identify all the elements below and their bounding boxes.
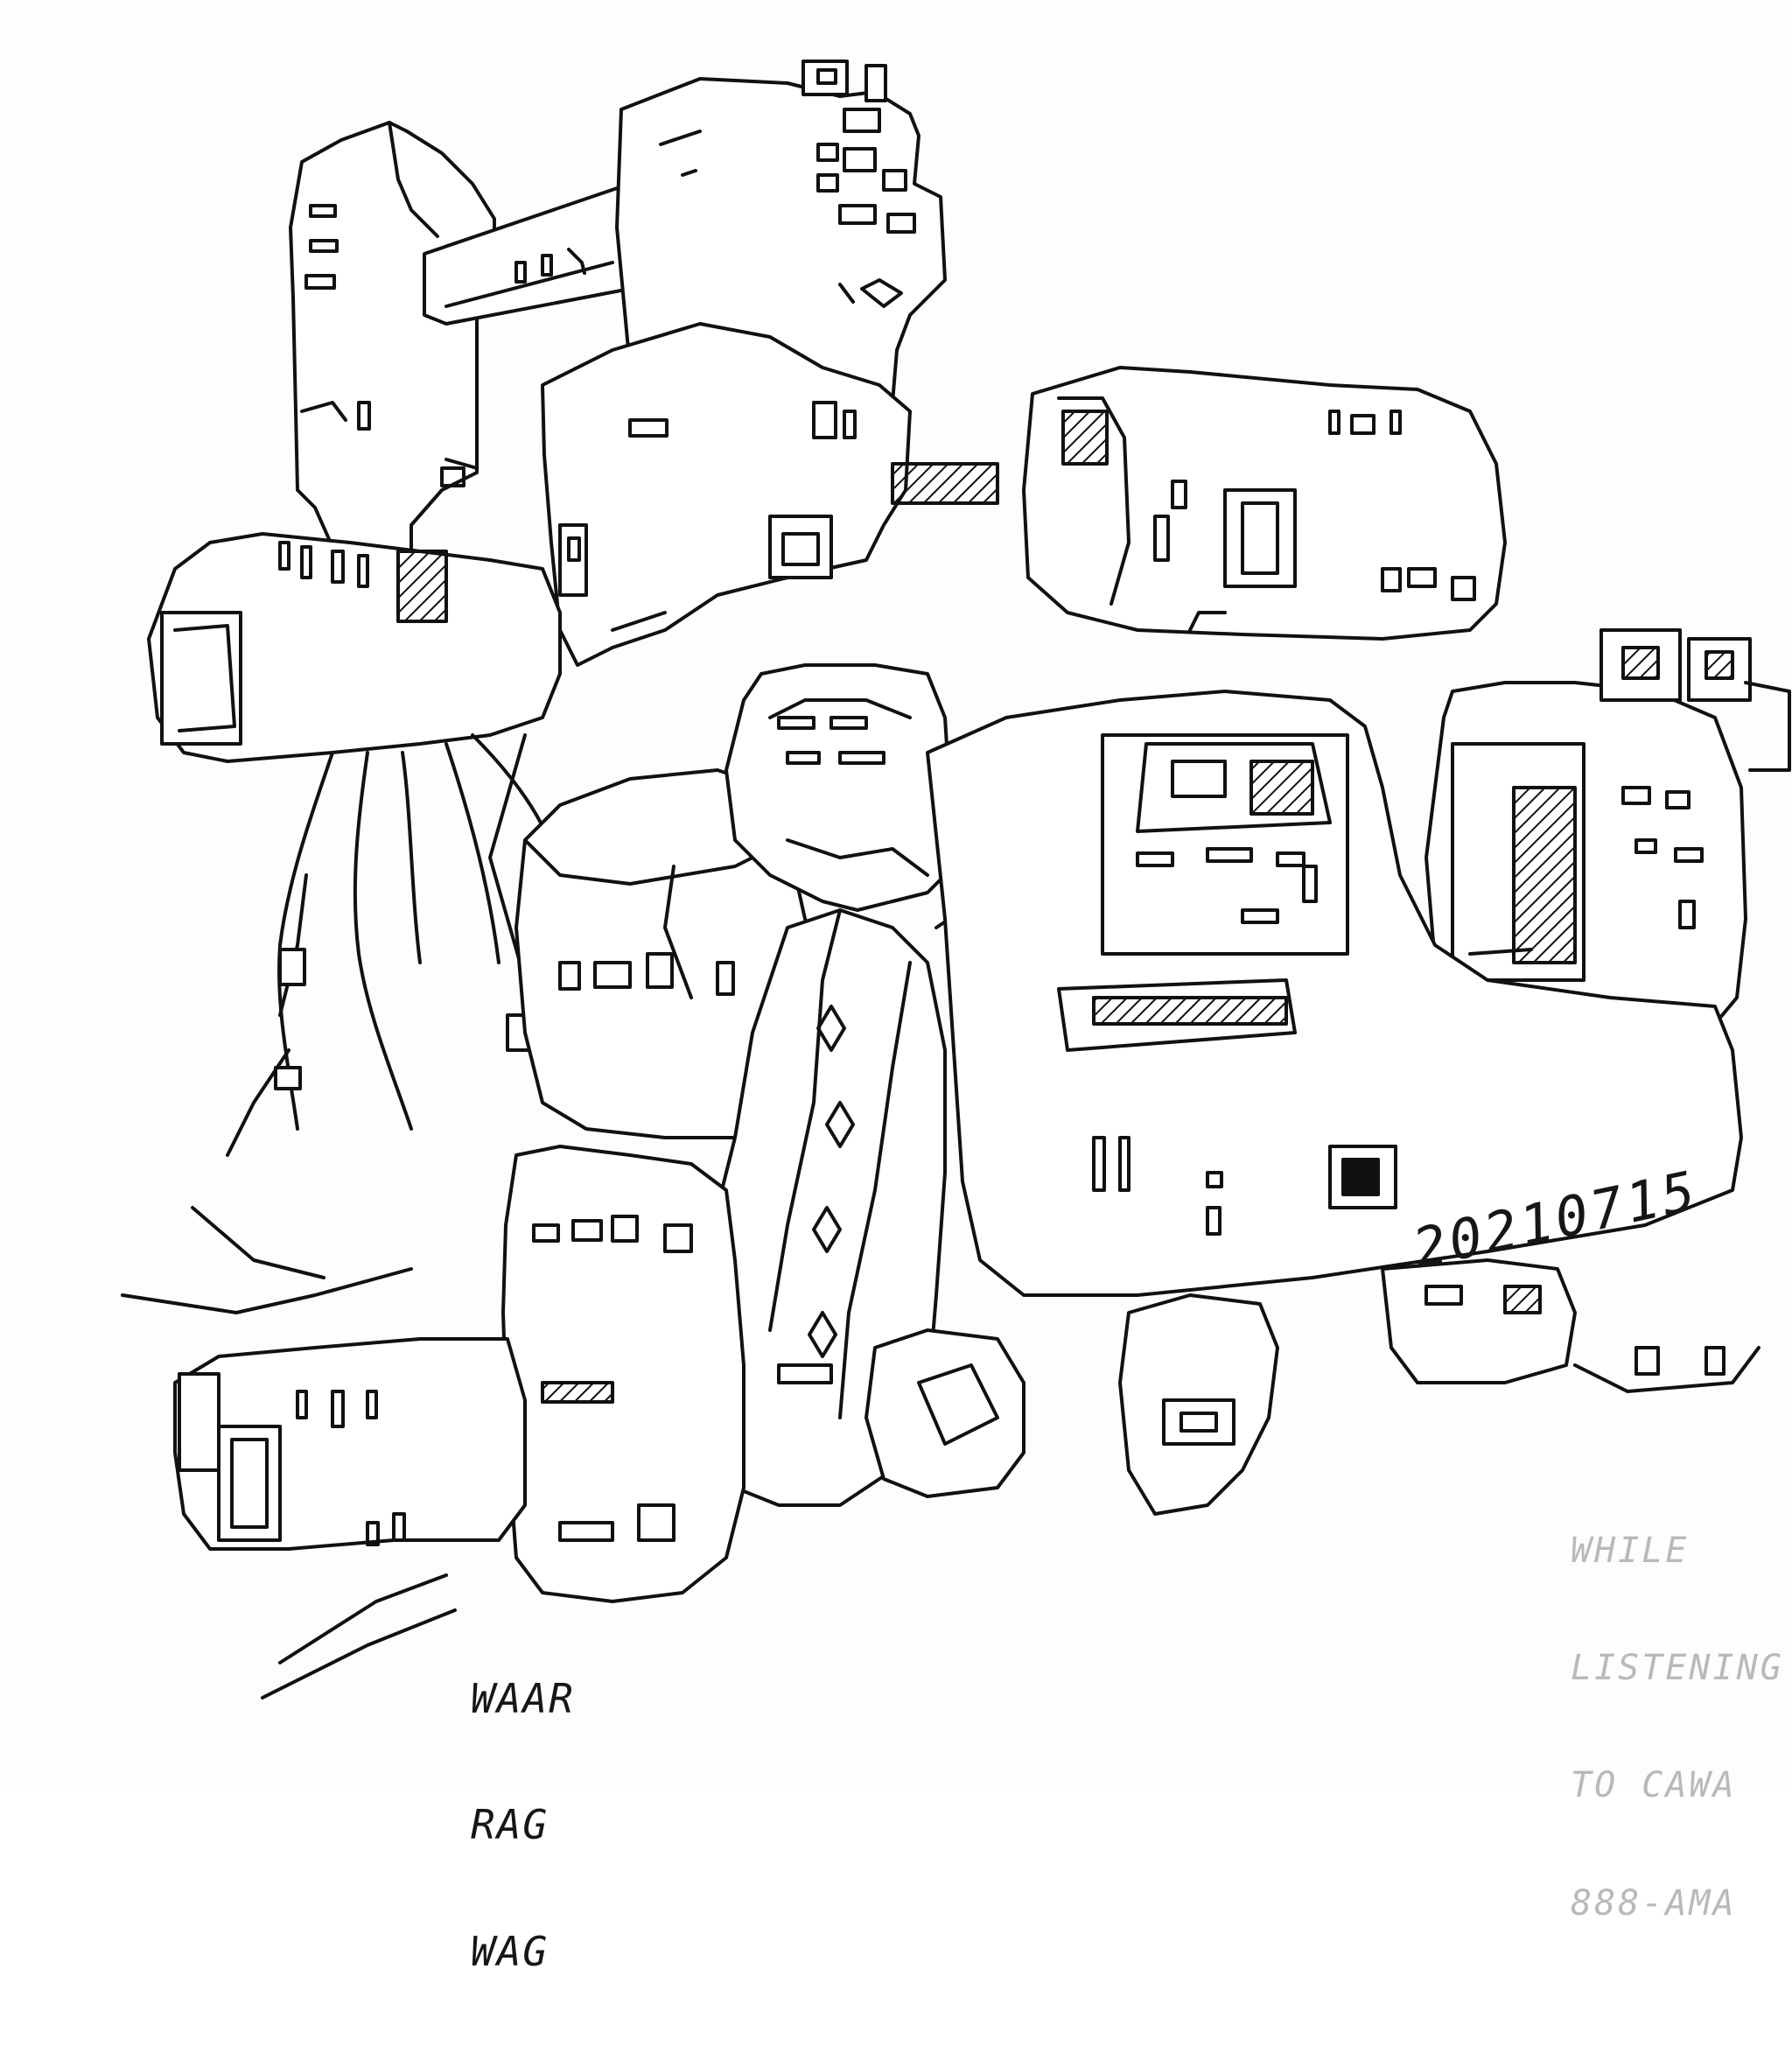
note-line-2: LISTENING <box>1571 1647 1784 1688</box>
pencil-note: WHILE LISTENING TO CAWA 888-AMA <box>1571 1453 1784 2001</box>
note-line-3: TO CAWA <box>1571 1765 1737 1806</box>
left-tower <box>289 121 496 562</box>
bottom-left-barrel <box>173 1337 527 1551</box>
main-hull <box>926 690 1743 1297</box>
right-arm-pod <box>1424 628 1791 1034</box>
signature-line-2: RAG <box>471 1801 550 1849</box>
sketch-canvas: 20210715 WAAR RAG WAG WHILE LISTENING TO… <box>121 60 1791 1973</box>
top-bridge <box>423 182 632 326</box>
mech-ink-drawing <box>121 60 1791 1699</box>
signature-line-3: WAG <box>471 1928 550 1976</box>
left-arm-pod <box>147 532 562 763</box>
right-upper-pod <box>1022 366 1507 641</box>
central-block <box>541 322 999 667</box>
note-line-4: 888-AMA <box>1571 1882 1737 1923</box>
note-line-1: WHILE <box>1571 1530 1690 1571</box>
cable-bundle-left <box>121 733 570 1699</box>
signature-line-1: WAAR <box>471 1674 575 1722</box>
front-arm-upper <box>724 663 973 929</box>
lower-right-pods <box>864 1258 1760 1516</box>
left-leg-block <box>501 1145 746 1603</box>
artist-signature: WAAR RAG WAG <box>471 1593 575 2057</box>
